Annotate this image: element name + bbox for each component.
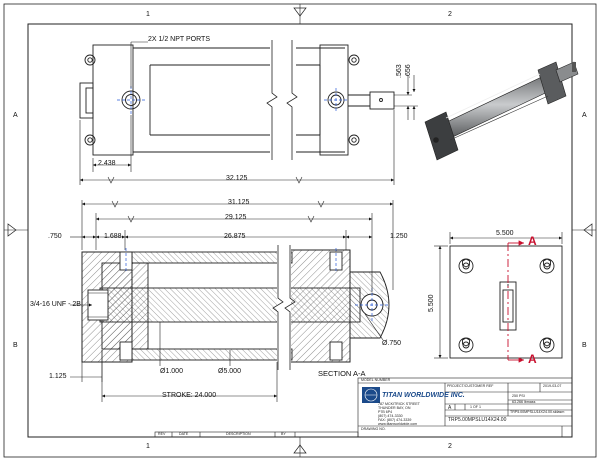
rev-header-description: DESCRIPTION (226, 431, 251, 436)
address-line-4: (807) 474-3330 (378, 414, 403, 418)
tb-pressure: 250 PSI (512, 394, 525, 398)
rev-header-by: BY (281, 431, 286, 436)
address-line-2: THUNDER BAY, ON (378, 406, 411, 410)
section-view-hidden-lines (125, 248, 389, 322)
end-view-dimensions (434, 232, 563, 359)
pin-dia: Ø.750 (382, 340, 402, 347)
dim-overall-length: 32.125 (226, 175, 248, 182)
rev-header-rev: REV (158, 431, 166, 436)
dim-1250: 1.250 (390, 233, 408, 240)
section-view-dimensions (70, 200, 394, 402)
zone-top-2: 2 (448, 11, 452, 18)
tb-project-header: PROJECT/CUSTOMER REF (447, 384, 494, 388)
tb-sheet: 1 OF 1 (470, 405, 481, 409)
dim-29125: 29.125 (225, 214, 247, 221)
dim-port-offset: 2.438 (98, 160, 116, 167)
address-line-1: 787 MCKITRICK STREET (378, 402, 420, 406)
top-view-break-lines (266, 40, 298, 160)
end-dim-height: 5.500 (428, 294, 435, 312)
section-label: SECTION A-A (318, 369, 366, 378)
tb-date: 2019-03-07 (543, 384, 562, 388)
title-block-frame (357, 377, 573, 438)
address-line-5: FAX: (807) 474-3339 (378, 418, 412, 422)
top-view-dimensions (79, 41, 418, 185)
ports-callout: 2X 1/2 NPT PORTS (148, 36, 210, 43)
revision-block-frame (154, 431, 359, 438)
tb-weight: 63.266 lbmass (512, 400, 536, 404)
section-view-break (272, 245, 296, 370)
centering-marks (7, 7, 593, 454)
zone-right-a: A (582, 112, 587, 119)
dim-rod-a: .563 (396, 64, 403, 78)
dim-rod-b: .656 (405, 64, 412, 78)
tb-model-number-header: MODEL NUMBER (361, 378, 391, 382)
dim-1688: 1.688 (104, 233, 122, 240)
bore-dia: Ø5.000 (218, 368, 241, 375)
dim-0750: .750 (48, 233, 62, 240)
stroke-dim: STROKE: 24.000 (162, 392, 217, 399)
zone-top-1: 1 (146, 11, 150, 18)
rev-header-date: DATE (179, 431, 189, 436)
tb-model-number: TRP5.00MPSLU14X24.00 (448, 417, 507, 423)
cut-label-bottom: A (528, 352, 537, 366)
section-view (81, 249, 390, 363)
tb-filename: TRP5.00MPSLU14X24.00.sldasm (510, 410, 565, 414)
end-view (449, 245, 563, 359)
cut-label-top: A (528, 234, 537, 248)
address-line-3: P7B 6P4 (378, 410, 393, 414)
zone-left-b: B (13, 342, 18, 349)
thread-callout: 3/4-16 UNF - 2B (30, 301, 81, 308)
zone-bottom-1: 1 (146, 443, 150, 450)
company-name: TITAN WORLDWIDE INC. (382, 392, 465, 399)
isometric-view (424, 61, 579, 161)
tb-drawing-no-label: DRAWING NO. (361, 427, 386, 431)
dim-26875: 26.875 (224, 233, 246, 240)
top-view-hidden-lines (117, 86, 348, 114)
address-line-6: www.titanworldwide.com (378, 422, 418, 426)
logo-globe (362, 387, 380, 403)
zone-right-b: B (582, 342, 587, 349)
zone-left-a: A (13, 112, 18, 119)
dim-31125: 31.125 (228, 199, 250, 206)
zone-bottom-2: 2 (448, 443, 452, 450)
rod-dia: Ø1.000 (160, 368, 183, 375)
end-dim-width: 5.500 (496, 230, 514, 237)
dim-1125: 1.125 (49, 373, 67, 380)
tb-size: A (448, 405, 452, 411)
section-cut-line (507, 240, 524, 363)
